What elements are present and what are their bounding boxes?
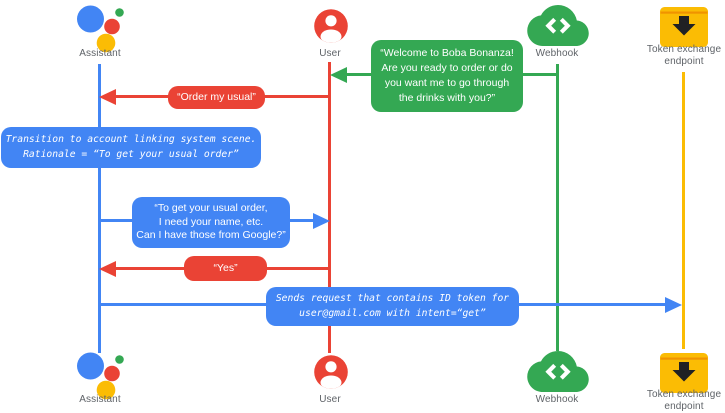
user-label: User bbox=[319, 394, 341, 405]
webhook-lifeline bbox=[556, 64, 559, 351]
message-welcome: “Welcome to Boba Bonanza! Are you ready … bbox=[371, 40, 523, 112]
user-icon bbox=[314, 9, 348, 43]
token-endpoint-lifeline bbox=[682, 72, 685, 349]
assistant-lifeline bbox=[98, 64, 101, 353]
message-send-request: Sends request that contains ID token for… bbox=[266, 287, 519, 326]
arrowhead-right-icon bbox=[313, 213, 330, 229]
webhook-cloud-icon bbox=[527, 351, 589, 392]
arrowhead-left-icon bbox=[330, 67, 347, 83]
assistant-label: Assistant bbox=[79, 394, 121, 405]
token-endpoint-icon bbox=[660, 7, 708, 47]
webhook-label: Webhook bbox=[535, 48, 579, 59]
assistant-label: Assistant bbox=[79, 48, 121, 59]
user-lifeline bbox=[328, 62, 331, 353]
arrowhead-left-icon bbox=[99, 261, 116, 277]
assistant-icon bbox=[77, 352, 124, 400]
user-label: User bbox=[319, 48, 341, 59]
assistant-icon bbox=[77, 5, 124, 53]
message-order-my-usual: “Order my usual” bbox=[168, 86, 265, 109]
token-endpoint-icon bbox=[660, 353, 708, 393]
message-transition-note: Transition to account linking system sce… bbox=[1, 127, 261, 168]
message-yes: “Yes” bbox=[184, 256, 267, 281]
arrowhead-right-icon bbox=[665, 297, 682, 313]
token-endpoint-label: Token exchange endpoint bbox=[646, 44, 722, 67]
message-ask-permission: “To get your usual order, I need your na… bbox=[132, 197, 290, 248]
token-endpoint-label: Token exchange endpoint bbox=[646, 389, 722, 412]
webhook-label: Webhook bbox=[535, 394, 579, 405]
user-icon bbox=[314, 355, 348, 389]
webhook-cloud-icon bbox=[527, 5, 589, 46]
arrowhead-left-icon bbox=[99, 89, 116, 105]
